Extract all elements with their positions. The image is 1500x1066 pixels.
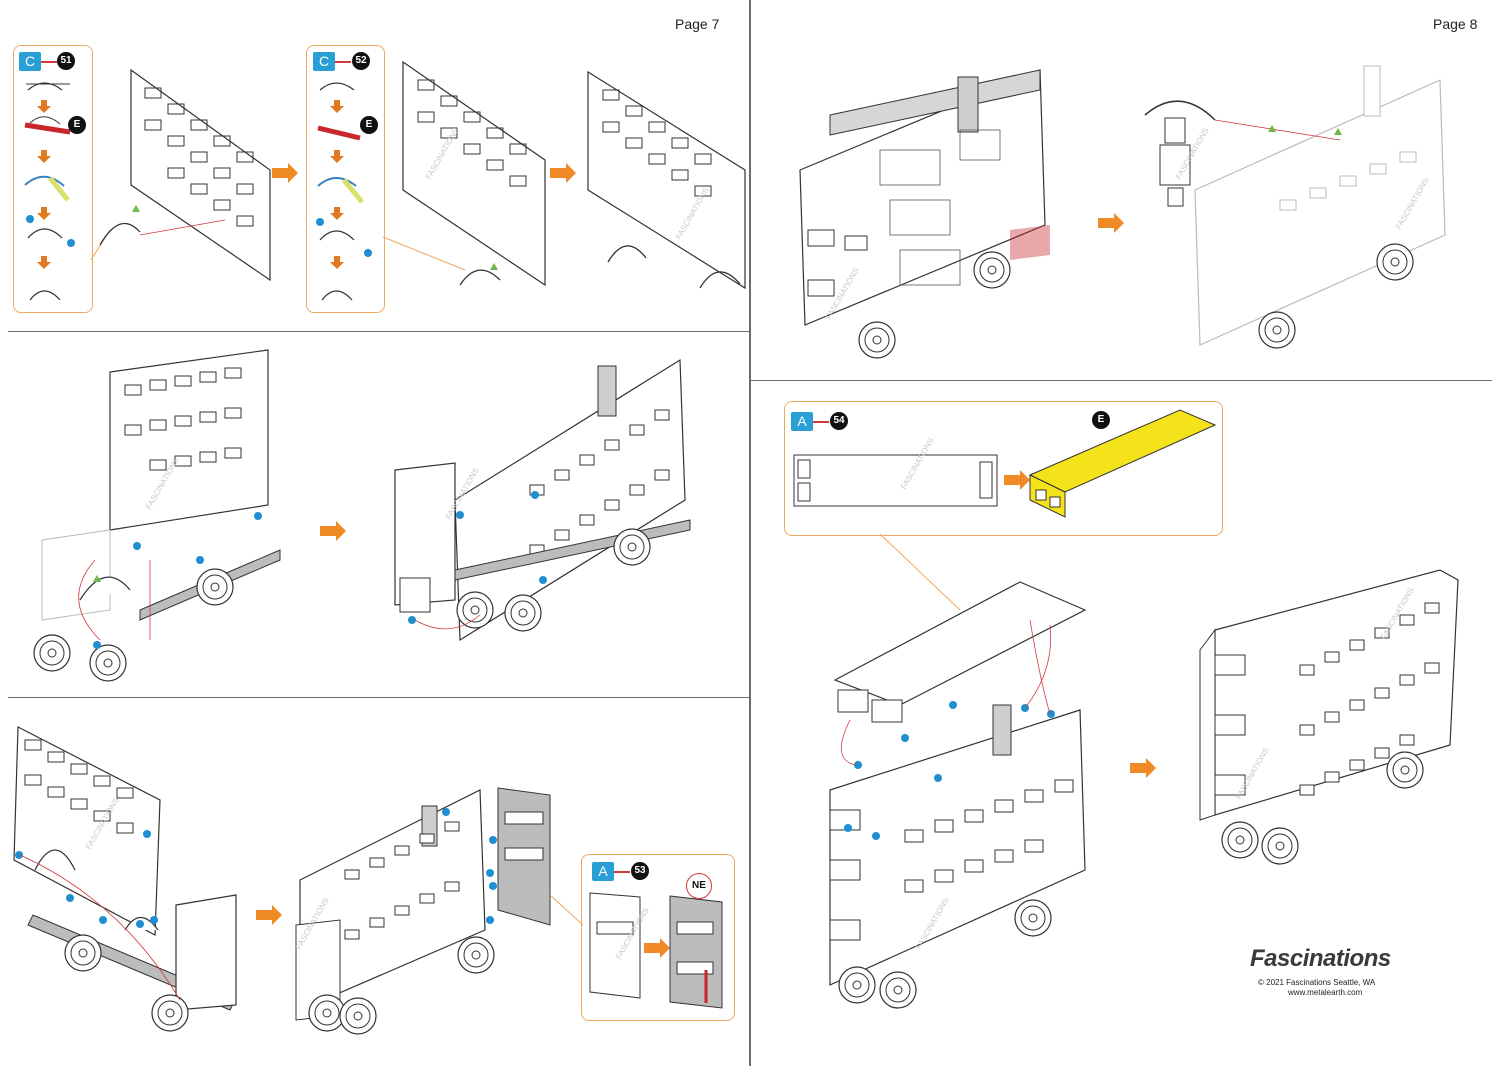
- panel-3-diagram: [13, 726, 723, 1035]
- copyright-text: © 2021 Fascinations Seattle, WA: [1258, 978, 1376, 987]
- step-52-diagram: [316, 60, 746, 301]
- page8-top-diagram: [799, 65, 1446, 359]
- step-number-53: 53: [631, 862, 649, 880]
- step-number-51: 51: [57, 52, 75, 70]
- e-badge-51: E: [68, 116, 86, 134]
- divider-left-1: [8, 331, 749, 332]
- ne-badge-53: NE: [686, 873, 712, 899]
- page-number-left: Page 7: [675, 16, 720, 32]
- step-51-diagram: [24, 68, 298, 301]
- brand-logo: Fascinations: [1250, 945, 1391, 972]
- e-badge-52: E: [360, 116, 378, 134]
- step-number-54: 54: [830, 412, 848, 430]
- page-number-right: Page 8: [1433, 16, 1478, 32]
- part-badge-52: C: [313, 52, 335, 71]
- page8-bottom-diagram: [793, 409, 1459, 1009]
- website-text: www.metalearth.com: [1288, 988, 1363, 997]
- step-number-52: 52: [352, 52, 370, 70]
- divider-left-2: [8, 697, 749, 698]
- badge-link-54: [813, 421, 829, 423]
- badge-link-51: [41, 61, 57, 63]
- badge-link-53: [614, 871, 630, 873]
- vertical-divider: [749, 0, 751, 1066]
- e-badge-54: E: [1092, 411, 1110, 429]
- badge-link-52: [335, 61, 351, 63]
- part-badge-53: A: [592, 862, 614, 881]
- inset-step-52: [306, 45, 385, 313]
- part-badge-54: A: [791, 412, 813, 431]
- part-badge-51: C: [19, 52, 41, 71]
- panel-2-diagram: [33, 349, 691, 682]
- divider-right-1: [751, 380, 1492, 381]
